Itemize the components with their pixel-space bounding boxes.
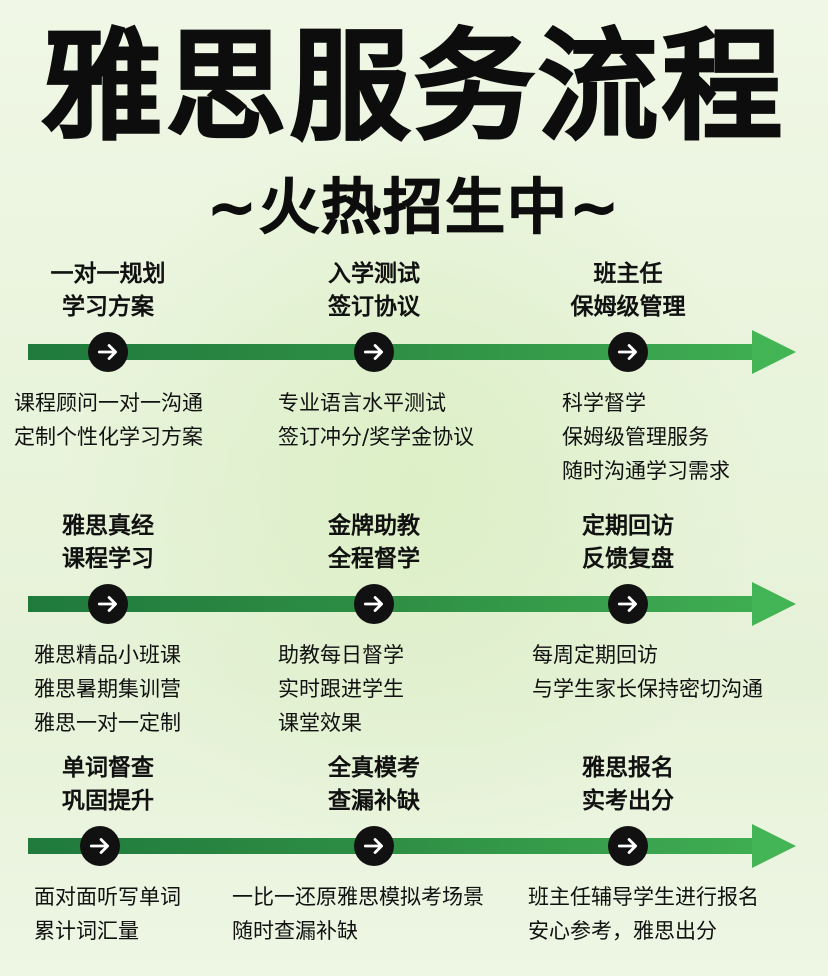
step-3-2-description: 一比一还原雅思模拟考场景随时查漏补缺 xyxy=(232,885,484,943)
flow-arrow-line xyxy=(28,596,768,612)
arrow-right-icon xyxy=(608,826,648,866)
step-2-2-description: 助教每日督学实时跟进学生课堂效果 xyxy=(278,643,404,735)
arrow-right-icon xyxy=(88,332,128,372)
flow-arrow-head xyxy=(752,330,796,374)
arrow-right-icon xyxy=(608,584,648,624)
step-2-1-description: 雅思精品小班课雅思暑期集训营雅思一对一定制 xyxy=(34,643,181,735)
step-1-1-description: 课程顾问一对一沟通定制个性化学习方案 xyxy=(14,391,203,449)
arrow-right-icon xyxy=(608,332,648,372)
arrow-right-icon xyxy=(354,826,394,866)
step-3-2-heading: 全真模考查漏补缺 xyxy=(328,755,420,814)
step-3-1-heading: 单词督查巩固提升 xyxy=(62,755,154,814)
flow-arrow-line xyxy=(28,344,768,360)
arrow-right-icon xyxy=(354,332,394,372)
step-3-1-description: 面对面听写单词累计词汇量 xyxy=(34,885,181,943)
step-1-1-heading: 一对一规划学习方案 xyxy=(50,261,166,320)
step-1-3-heading: 班主任保姆级管理 xyxy=(570,261,686,320)
step-2-3-heading: 定期回访反馈复盘 xyxy=(582,513,674,572)
page-title: 雅思服务流程 xyxy=(41,17,786,158)
step-2-2-heading: 金牌助教全程督学 xyxy=(328,513,420,572)
flow-arrow-line xyxy=(28,838,768,854)
flow-arrow-head xyxy=(752,582,796,626)
step-1-2-heading: 入学测试签订协议 xyxy=(328,261,420,320)
step-2-1-heading: 雅思真经课程学习 xyxy=(62,513,154,572)
step-3-3-description: 班主任辅导学生进行报名安心参考，雅思出分 xyxy=(528,885,759,943)
flow-arrow-head xyxy=(752,824,796,868)
arrow-right-icon xyxy=(88,584,128,624)
page-subtitle: ~火热招生中~ xyxy=(206,173,622,244)
arrow-right-icon xyxy=(354,584,394,624)
step-2-3-description: 每周定期回访与学生家长保持密切沟通 xyxy=(532,643,763,701)
step-1-3-description: 科学督学保姆级管理服务随时沟通学习需求 xyxy=(562,391,730,483)
step-1-2-description: 专业语言水平测试签订冲分/奖学金协议 xyxy=(278,391,475,449)
step-3-3-heading: 雅思报名实考出分 xyxy=(582,755,674,814)
arrow-right-icon xyxy=(80,826,120,866)
